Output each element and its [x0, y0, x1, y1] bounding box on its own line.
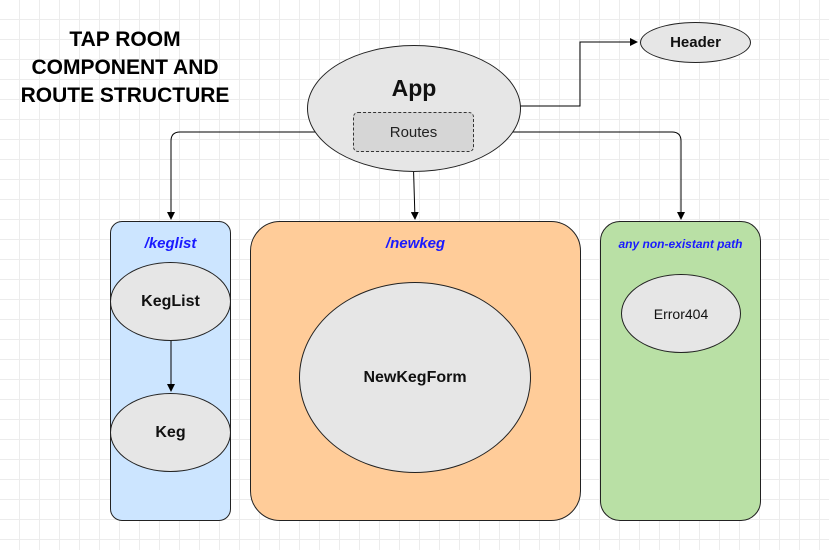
keglist-node: KegList — [110, 262, 231, 341]
title-line-2: COMPONENT AND — [31, 56, 219, 79]
not-found-route-panel: any non-existant path — [600, 221, 761, 521]
routes-node: Routes — [353, 112, 474, 152]
newkeg-path-label: /newkeg — [385, 235, 446, 252]
title-line-1: TAP ROOM — [69, 28, 181, 51]
title-line-3: ROUTE STRUCTURE — [20, 84, 230, 107]
routes-label: Routes — [389, 123, 438, 141]
app-to-header-connector — [520, 38, 638, 107]
newkegform-label: NewKegForm — [363, 368, 467, 386]
app-label: App — [391, 75, 437, 101]
diagram-title: TAP ROOM COMPONENT AND ROUTE STRUCTURE — [0, 26, 250, 110]
keg-label: Keg — [155, 423, 186, 441]
error404-label: Error404 — [653, 305, 709, 322]
keg-node: Keg — [110, 393, 231, 472]
error404-node: Error404 — [621, 274, 741, 353]
routes-to-not-found-connector — [474, 131, 685, 220]
app-node: App — [307, 45, 521, 172]
routes-to-keglist-connector — [167, 131, 353, 220]
not-found-path-label: any non-existant path — [618, 237, 743, 251]
header-label: Header — [670, 34, 721, 51]
newkegform-node: NewKegForm — [299, 282, 531, 473]
keglist-label: KegList — [141, 292, 200, 310]
header-node: Header — [640, 22, 751, 63]
keglist-path-label: /keglist — [144, 235, 197, 252]
